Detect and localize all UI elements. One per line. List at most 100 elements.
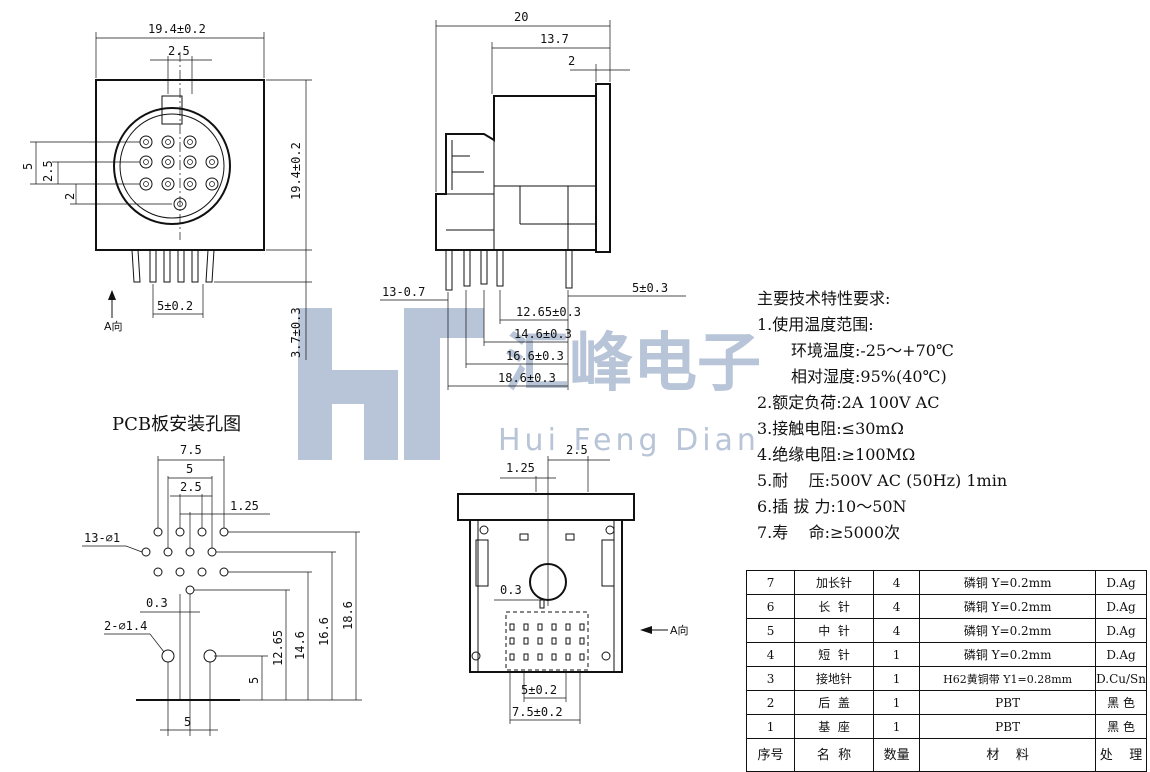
- bom-header-finish: 处 理: [1095, 738, 1147, 772]
- pcb-bottom-dim: 5: [184, 715, 191, 729]
- spec-line: 4.绝缘电阻:≥100MΩ: [757, 445, 916, 464]
- bom-header-no: 序号: [745, 738, 796, 772]
- table-row: 2 后 盖 1 PBT 黑 色: [745, 690, 1147, 715]
- bom-qty: 4: [872, 618, 921, 643]
- bottom-pin-grid: [505, 599, 589, 671]
- bom-qty: 1: [872, 666, 921, 691]
- side-dim-12-65: 12.65±0.3: [516, 305, 581, 319]
- pcb-large-holes: [161, 649, 217, 663]
- bom-name: 长 针: [794, 594, 874, 619]
- bom-name: 加长针: [794, 570, 874, 595]
- pcb-dim-7-5: 7.5: [180, 443, 202, 457]
- table-row: 3 接地针 1 H62黄铜带 Y1=0.28mm D.Cu/Sn: [745, 666, 1147, 691]
- socket-shell: [113, 107, 231, 225]
- bom-finish: D.Ag: [1095, 594, 1147, 619]
- bom-no: 4: [745, 642, 796, 667]
- spec-line: 5.耐 压:500V AC (50Hz) 1min: [757, 471, 1008, 490]
- bom-no: 2: [745, 690, 796, 715]
- bottom-dim-2-5: 2.5: [566, 443, 588, 457]
- side-dim-20: 20: [514, 10, 528, 24]
- table-row: 4 短 针 1 磷铜 Y=0.2mm D.Ag: [745, 642, 1147, 667]
- side-body: [435, 95, 597, 251]
- bom-no: 7: [745, 570, 796, 595]
- side-pin-count-dim: 13-0.7: [382, 285, 425, 299]
- pcb-dim-18-6: 18.6: [341, 601, 355, 630]
- socket-key: [161, 95, 183, 125]
- bom-no: 5: [745, 618, 796, 643]
- bom-qty: 4: [872, 570, 921, 595]
- bom-material: H62黄铜带 Y1=0.28mm: [919, 666, 1097, 691]
- side-dim-18-6: 18.6±0.3: [498, 371, 556, 385]
- bom-finish: D.Ag: [1095, 570, 1147, 595]
- watermark-logo: [298, 308, 484, 460]
- spec-line: 1.使用温度范围:: [757, 315, 874, 334]
- pcb-hole-pattern: 7.5 5 2.5 1.25 13-∅1 0.3 2-∅1.4 12.65 14…: [82, 443, 362, 736]
- watermark: 汇峰电子 Hui Feng Dian: [298, 308, 761, 460]
- table-header-row: 序号 名 称 数量 材 料 处 理: [745, 738, 1147, 772]
- bom-material: PBT: [919, 714, 1097, 739]
- bom-material: 磷铜 Y=0.2mm: [919, 618, 1097, 643]
- bom-qty: 1: [872, 714, 921, 739]
- bom-material: PBT: [919, 690, 1097, 715]
- bottom-view: 2.5 1.25 0.3 A向 5±0.2 7.5±0.2: [457, 443, 689, 724]
- bottom-dim-5: 5±0.2: [521, 683, 557, 697]
- bom-finish: D.Ag: [1095, 618, 1147, 643]
- pcb-dim-14-6: 14.6: [293, 631, 307, 660]
- front-width-dim: 19.4±0.2: [148, 22, 206, 36]
- bom-table: 7 加长针 4 磷铜 Y=0.2mm D.Ag 6 长 针 4 磷铜 Y=0.2…: [745, 570, 1147, 772]
- bom-no: 6: [745, 594, 796, 619]
- bottom-dim-1-25: 1.25: [506, 461, 535, 475]
- bom-header-material: 材 料: [919, 738, 1097, 772]
- front-legs: [131, 249, 215, 283]
- bom-finish: D.Cu/Sn: [1095, 666, 1147, 691]
- side-flange: [595, 83, 611, 253]
- pcb-small-holes: [141, 527, 229, 595]
- bottom-offset-dim: 0.3: [500, 583, 522, 597]
- front-pin-pitch-dim: 5±0.2: [157, 299, 193, 313]
- front-left-dim-2: 2: [63, 193, 77, 200]
- side-dim-13-7: 13.7: [540, 32, 569, 46]
- table-row: 5 中 针 4 磷铜 Y=0.2mm D.Ag: [745, 618, 1147, 643]
- side-dim-14-6: 14.6±0.3: [514, 327, 572, 341]
- bom-no: 3: [745, 666, 796, 691]
- bom-name: 接地针: [794, 666, 874, 691]
- spec-line: 3.接触电阻:≤30mΩ: [757, 419, 904, 438]
- bom-material: 磷铜 Y=0.2mm: [919, 570, 1097, 595]
- bom-header-name: 名 称: [794, 738, 874, 772]
- front-key-dim: 2.5: [168, 44, 190, 58]
- spec-line: 2.额定负荷:2A 100V AC: [757, 393, 940, 412]
- bom-finish: D.Ag: [1095, 642, 1147, 667]
- bom-name: 短 针: [794, 642, 874, 667]
- spec-title: 主要技术特性要求:: [757, 289, 891, 308]
- bottom-body: [469, 519, 623, 673]
- bom-header-qty: 数量: [872, 738, 921, 772]
- bom-material: 磷铜 Y=0.2mm: [919, 642, 1097, 667]
- bom-qty: 1: [872, 642, 921, 667]
- pcb-dim-2-5: 2.5: [180, 480, 202, 494]
- watermark-pinyin: Hui Feng Dian: [498, 423, 760, 458]
- table-row: 6 长 针 4 磷铜 Y=0.2mm D.Ag: [745, 594, 1147, 619]
- bom-name: 基 座: [794, 714, 874, 739]
- pcb-dim-5: 5: [186, 462, 193, 476]
- spec-line: 相对湿度:95%(40℃): [791, 367, 947, 386]
- bottom-dim-7-5: 7.5±0.2: [512, 705, 563, 719]
- pcb-title: PCB板安装孔图: [112, 414, 242, 435]
- spec-line: 7.寿 命:≥5000次: [757, 523, 901, 542]
- bottom-flange: [457, 493, 635, 521]
- front-height-dim: 19.4±0.2: [289, 142, 303, 200]
- spec-list: 主要技术特性要求: 1.使用温度范围: 环境温度:-25～+70℃ 相对湿度:9…: [757, 286, 1007, 546]
- socket-pins: [139, 135, 219, 211]
- side-right-dim: 5±0.3: [632, 281, 668, 295]
- pcb-dim-1-25: 1.25: [230, 499, 259, 513]
- front-view: 19.4±0.2 2.5 19.4±0.2 3.7±0.3 5 2.5 2 5±…: [21, 22, 312, 360]
- spec-line: 6.插 拔 力:10～50N: [757, 497, 907, 516]
- side-pins: [445, 249, 573, 291]
- pcb-small-hole-label: 13-∅1: [84, 531, 120, 545]
- bom-finish: 黑 色: [1095, 690, 1147, 715]
- bom-qty: 4: [872, 594, 921, 619]
- table-row: 7 加长针 4 磷铜 Y=0.2mm D.Ag: [745, 570, 1147, 595]
- table-row: 1 基 座 1 PBT 黑 色: [745, 714, 1147, 739]
- pcb-offset-dim: 0.3: [146, 596, 168, 610]
- bom-material: 磷铜 Y=0.2mm: [919, 594, 1097, 619]
